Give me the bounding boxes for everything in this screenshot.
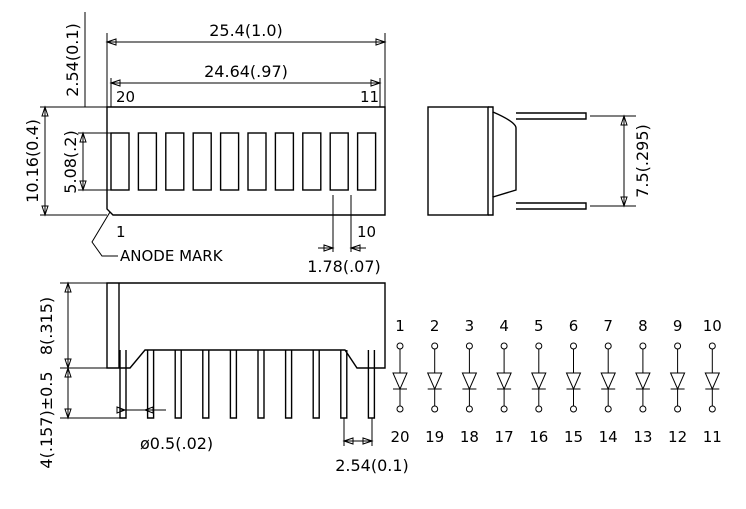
led-diode: 2 19: [425, 317, 444, 446]
overall-length-label: 25.4(1.0): [209, 21, 283, 40]
side-view: 7.5(.295): [427, 106, 652, 216]
pin: [340, 350, 348, 419]
led-diode: 9 12: [668, 317, 687, 446]
led-diode: 8 13: [633, 317, 652, 446]
cathode-pin-label: 20: [390, 428, 409, 446]
led-segment: [165, 132, 185, 191]
pin: [229, 350, 238, 419]
anode-pin-label: 6: [569, 317, 579, 335]
pin: [202, 350, 210, 419]
segment-width-label: 1.78(.07): [307, 257, 381, 276]
side-view-body: [427, 106, 489, 216]
led-segment: [219, 132, 240, 191]
anode-pin-label: 4: [499, 317, 509, 335]
pin: [174, 350, 182, 419]
cathode-pin-label: 15: [564, 428, 583, 446]
led-segment: [192, 132, 212, 191]
segment-span-label: 24.64(.97): [204, 62, 288, 81]
led-segment: [110, 132, 130, 191]
pin-length-label: 4(.157)±0.5: [37, 371, 56, 468]
led-diode: 5 16: [529, 317, 548, 446]
pin-view-body: [106, 282, 386, 369]
led-diode: 7 14: [599, 317, 618, 446]
body-side-label: 8(.315): [37, 297, 56, 355]
pin: [119, 350, 127, 419]
led-segment: [274, 132, 295, 191]
front-view-body: [106, 106, 386, 216]
pin-label-1: 1: [116, 223, 126, 241]
anode-pin-label: 8: [638, 317, 648, 335]
led-diode: 3 18: [460, 317, 479, 446]
anode-pin-label: 7: [603, 317, 613, 335]
led-segment: [302, 132, 322, 191]
led-segments: [110, 132, 377, 191]
pin-pitch-label: 2.54(0.1): [335, 456, 409, 475]
cathode-pin-label: 19: [425, 428, 444, 446]
cathode-pin-label: 14: [599, 428, 618, 446]
led-schematic: 1 20 2 19 3 18 4 17 5 16 6 15 7 14 8 13 9 12 10 11: [390, 317, 721, 446]
anode-pin-label: 1: [395, 317, 405, 335]
pin-label-10: 10: [357, 223, 376, 241]
cathode-pin-label: 18: [460, 428, 479, 446]
segment-height-label: 5.08(.2): [61, 130, 80, 193]
pin-label-20: 20: [116, 88, 135, 106]
led-segment: [356, 132, 377, 191]
pin-label-11: 11: [360, 88, 379, 106]
pins: [119, 350, 376, 419]
top-margin-label: 2.54(0.1): [63, 23, 82, 97]
led-segment: [329, 132, 349, 191]
cathode-pin-label: 16: [529, 428, 548, 446]
led-diode: 1 20: [390, 317, 409, 446]
pin: [367, 350, 376, 419]
cathode-pin-label: 11: [703, 428, 722, 446]
led-diode: 6 15: [564, 317, 583, 446]
anode-pin-label: 3: [465, 317, 475, 335]
pin: [146, 350, 155, 419]
pin: [257, 350, 265, 419]
anode-pin-label: 5: [534, 317, 544, 335]
anode-mark-label: ANODE MARK: [120, 247, 224, 265]
anode-pin-label: 2: [430, 317, 440, 335]
cathode-pin-label: 13: [633, 428, 652, 446]
side-height-label: 7.5(.295): [633, 124, 652, 198]
cathode-pin-label: 12: [668, 428, 687, 446]
anode-pin-label: 9: [673, 317, 683, 335]
pin-diameter-label: ø0.5(.02): [140, 434, 213, 453]
pin: [284, 350, 293, 419]
anode-pin-label: 10: [703, 317, 722, 335]
body-height-label: 10.16(0.4): [23, 119, 42, 203]
cathode-pin-label: 17: [495, 428, 514, 446]
led-segment: [247, 132, 267, 191]
pin: [312, 350, 320, 419]
led-diode: 4 17: [495, 317, 514, 446]
led-diode: 10 11: [703, 317, 722, 446]
front-view: 25.4(1.0) 24.64(.97) 20 11 1 10 2.54(0.1…: [23, 12, 387, 276]
led-segment: [137, 132, 158, 191]
pin-view: 8(.315) 4(.157)±0.5 ø0.5(.02) 2.54(0.1): [37, 281, 409, 475]
